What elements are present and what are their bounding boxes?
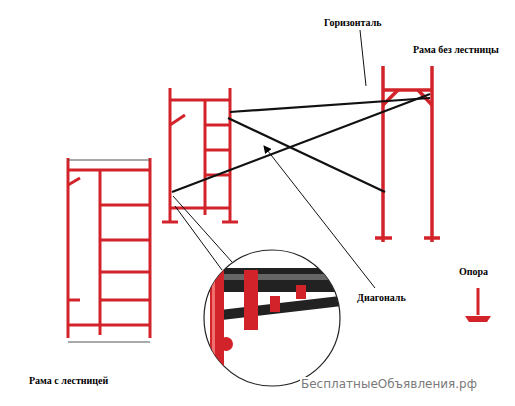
part-label: Горизонталь bbox=[323, 17, 383, 28]
dimension-marks bbox=[68, 160, 150, 342]
base-plate bbox=[465, 288, 491, 322]
ladder-frame bbox=[68, 158, 150, 338]
frame-without-ladder bbox=[375, 66, 440, 242]
part-label: Рама с лестницей bbox=[28, 375, 109, 386]
part-label: Опора bbox=[458, 266, 489, 277]
leader-lines bbox=[173, 30, 375, 288]
coupler-detail bbox=[200, 262, 350, 392]
middle-frame bbox=[162, 88, 238, 222]
braces bbox=[172, 94, 430, 192]
part-label: Диагональ bbox=[356, 292, 407, 303]
part-label: Рама без лестницы bbox=[412, 44, 500, 55]
watermark: БесплатныеОбъявления.рф bbox=[300, 377, 478, 391]
